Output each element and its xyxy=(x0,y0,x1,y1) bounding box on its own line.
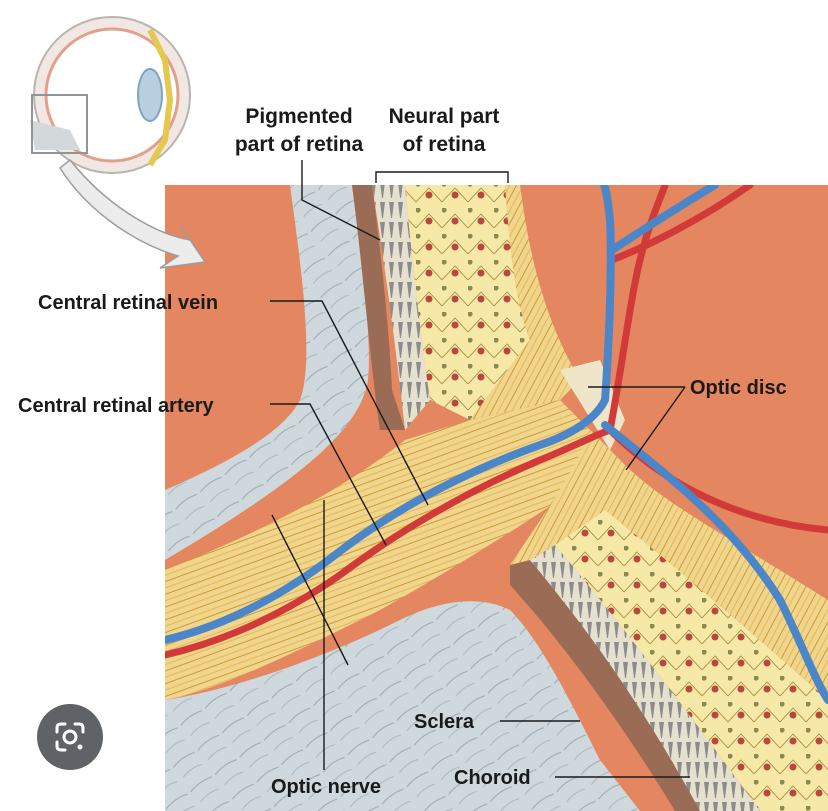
label-pigmented-line2: part of retina xyxy=(235,133,364,156)
optic-disc-leader-2 xyxy=(625,386,686,471)
label-neural-line2: of retina xyxy=(403,133,486,156)
upper-neural-retina xyxy=(405,185,530,420)
vein-leader xyxy=(270,300,429,506)
lower-rod-layer xyxy=(530,545,760,811)
lower-neural-retina xyxy=(555,510,828,811)
lower-nerve-fiber-layer xyxy=(510,430,828,700)
label-central-retinal-vein: Central retinal vein xyxy=(38,292,218,314)
lower-choroid xyxy=(510,560,700,811)
cross-section xyxy=(165,185,828,811)
upper-sclera xyxy=(165,185,369,560)
label-sclera: Sclera xyxy=(414,711,475,733)
upper-choroid xyxy=(352,185,405,430)
eye-inset xyxy=(30,16,191,174)
inset-zoom-box xyxy=(31,94,88,154)
central-retinal-vein xyxy=(165,185,828,704)
upper-nerve-fiber-layer xyxy=(470,185,580,420)
label-choroid: Choroid xyxy=(454,767,531,789)
artery-leader xyxy=(270,403,387,546)
zoom-arrow xyxy=(59,158,207,269)
lower-sclera xyxy=(165,601,640,811)
leader-lines xyxy=(270,160,690,778)
upper-rod-layer xyxy=(372,185,430,430)
central-retinal-artery xyxy=(165,185,828,659)
google-lens-icon xyxy=(55,722,85,752)
label-pigmented-line1: Pigmented xyxy=(245,105,352,128)
label-optic-disc: Optic disc xyxy=(690,377,787,399)
pigmented-leader xyxy=(301,160,381,241)
label-optic-nerve: Optic nerve xyxy=(271,776,381,798)
label-central-retinal-artery: Central retinal artery xyxy=(18,395,215,417)
lens-button[interactable] xyxy=(37,704,103,770)
label-neural-line1: Neural part xyxy=(389,105,500,128)
optic-nerve-bracket xyxy=(271,514,349,666)
neural-bracket xyxy=(375,171,509,183)
